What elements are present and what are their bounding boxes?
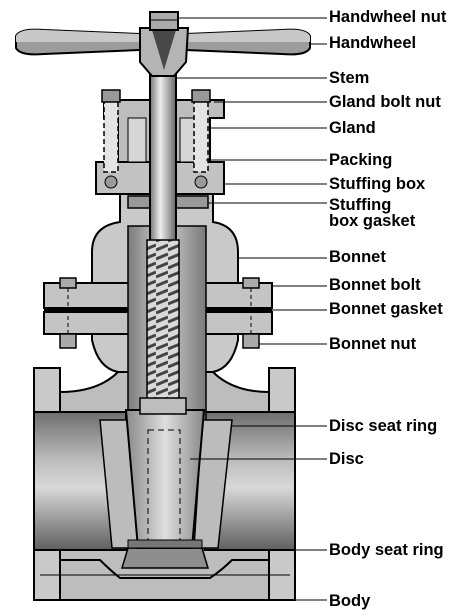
gland-bolt-left xyxy=(103,91,119,173)
label-body: Body xyxy=(329,592,371,610)
label-stuffing-box-gasket-line1: Stuffing xyxy=(329,196,392,214)
label-gland: Gland xyxy=(329,119,376,137)
stem-thread xyxy=(146,239,180,409)
label-packing: Packing xyxy=(329,151,393,169)
label-disc: Disc xyxy=(329,450,364,468)
disc xyxy=(124,409,206,549)
label-bonnet-gasket: Bonnet gasket xyxy=(329,300,443,318)
gland-bolt-nut-right xyxy=(191,89,211,103)
label-stuffing-box: Stuffing box xyxy=(329,175,426,193)
gland-bolt-nut-left xyxy=(101,89,121,103)
handwheel xyxy=(15,11,311,77)
bonnet-bolt-right-top xyxy=(242,277,260,289)
handwheel-nut xyxy=(149,11,179,31)
label-stem: Stem xyxy=(329,69,370,87)
label-handwheel-nut: Handwheel nut xyxy=(329,8,447,26)
stem xyxy=(139,35,187,415)
label-body-seat-ring: Body seat ring xyxy=(329,541,444,559)
label-bonnet-nut: Bonnet nut xyxy=(329,335,417,353)
bonnet-bolt-left-top xyxy=(59,277,77,289)
leader-lines xyxy=(176,17,327,601)
bonnet-bolts xyxy=(59,277,260,349)
label-disc-seat-ring: Disc seat ring xyxy=(329,417,438,435)
disc-assembly xyxy=(99,409,233,549)
label-bonnet-bolt: Bonnet bolt xyxy=(329,276,421,294)
packing xyxy=(127,117,147,163)
gland-bolt-right xyxy=(193,91,209,173)
label-stuffing-box-gasket-line2: box gasket xyxy=(329,212,416,230)
label-bonnet: Bonnet xyxy=(329,248,386,266)
bonnet-nut-right xyxy=(242,333,260,349)
bonnet-nut-left xyxy=(59,333,77,349)
body-seat-ring xyxy=(127,539,203,549)
label-gland-bolt-nut: Gland bolt nut xyxy=(329,93,441,111)
label-handwheel: Handwheel xyxy=(329,34,417,52)
